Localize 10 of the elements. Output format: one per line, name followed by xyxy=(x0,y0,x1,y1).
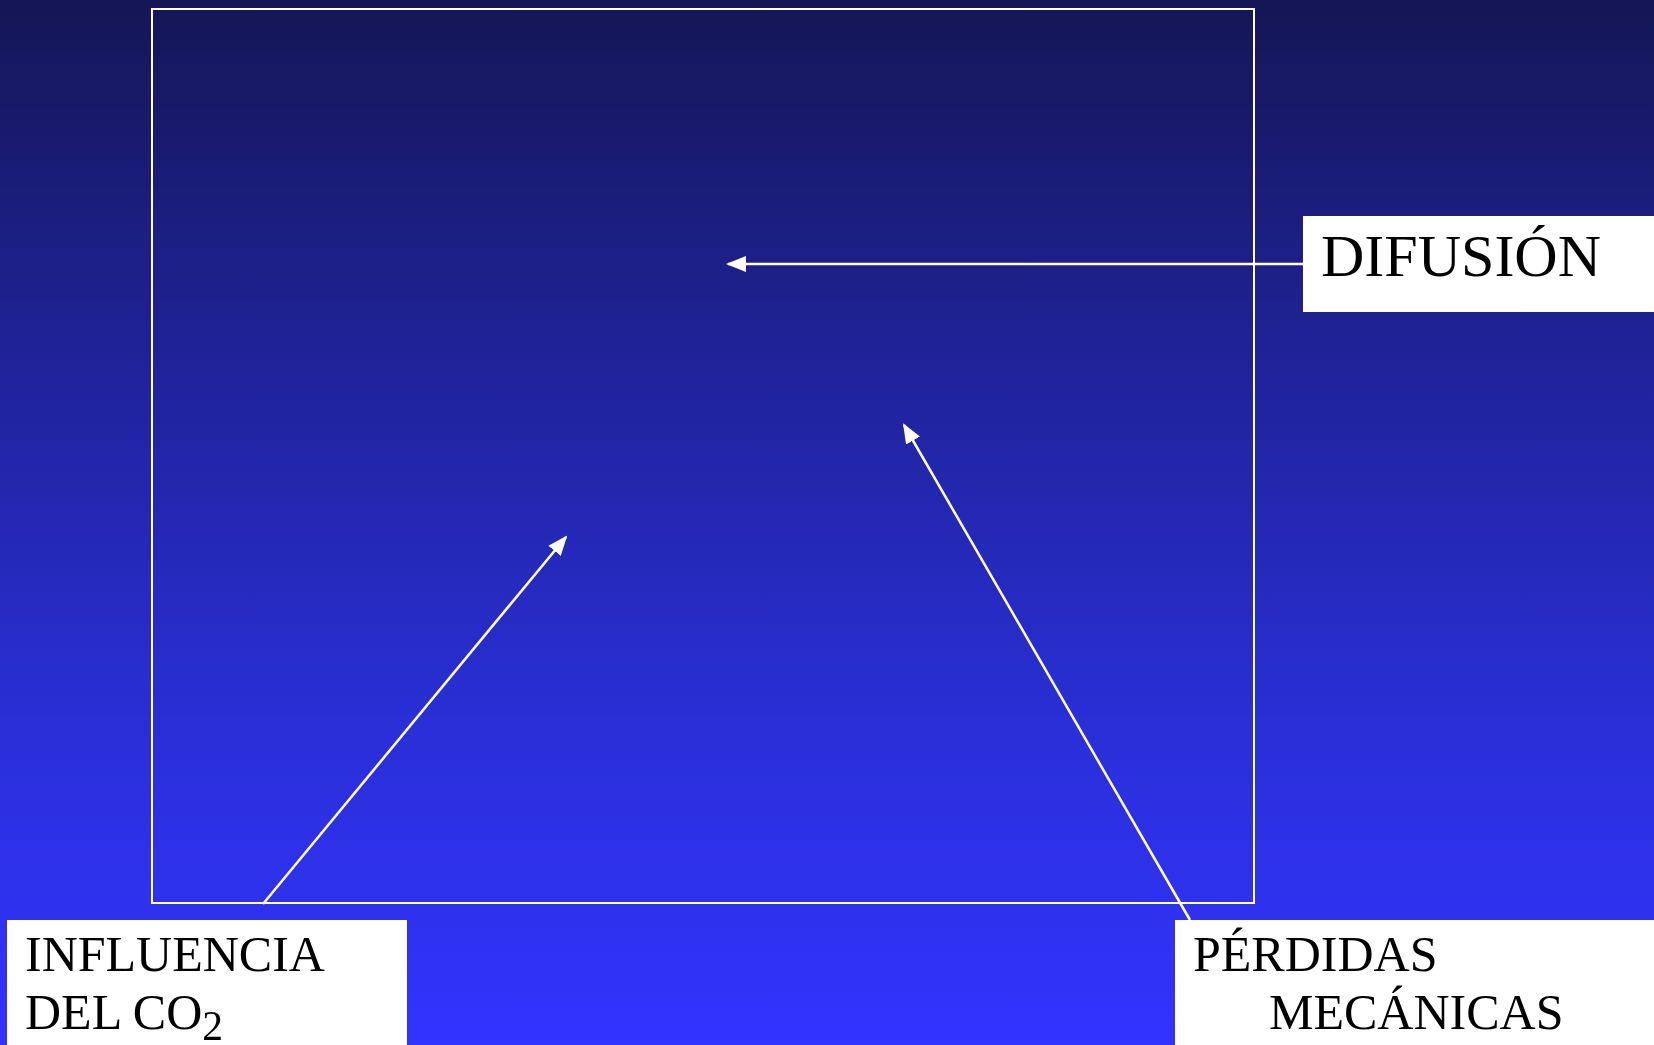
leader-arrow xyxy=(262,535,568,905)
label-box xyxy=(1175,920,1654,1045)
leader-arrow xyxy=(902,423,1192,921)
leader-arrow xyxy=(726,256,1303,272)
callout-text: PÉRDIDAS MECÁNICAS xyxy=(1193,926,1565,1041)
label-box xyxy=(1303,216,1654,312)
label-box xyxy=(7,920,407,1045)
callout-text: DIFUSIÓN xyxy=(1321,222,1603,291)
callout-text: INFLUENCIA DEL CO$_{2}$ xyxy=(25,926,324,1045)
image-frame xyxy=(151,8,1255,904)
